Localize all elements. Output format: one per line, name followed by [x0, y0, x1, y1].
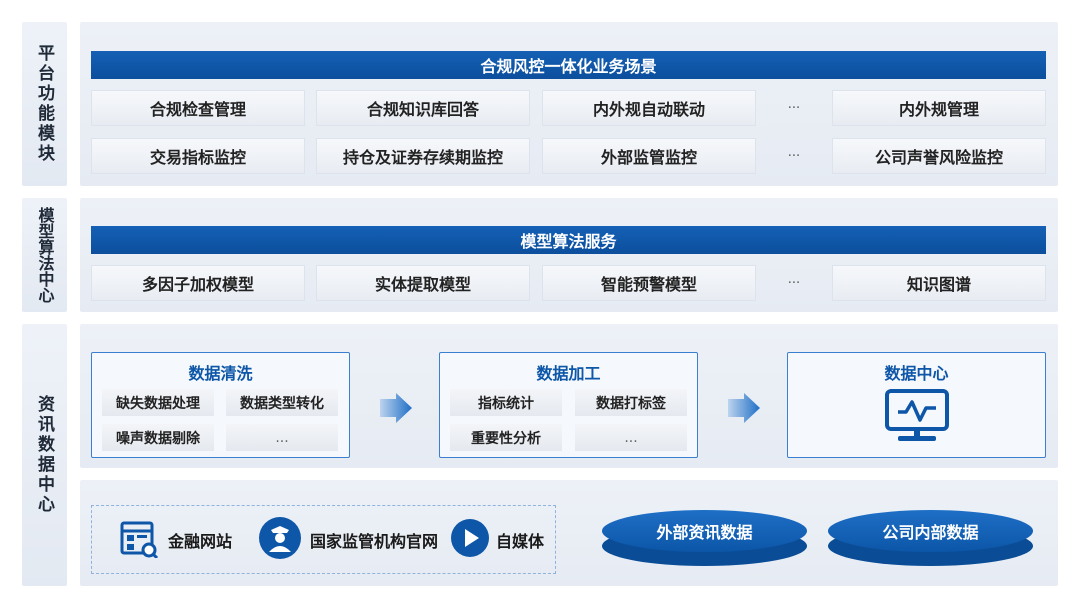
- center-title: 数据中心: [884, 364, 949, 383]
- side-model: 模型算法中心: [22, 198, 67, 312]
- model-header: 模型算法服务: [91, 226, 1046, 254]
- model-cell: 多因子加权模型: [91, 265, 305, 301]
- platform-cell: 合规知识库回答: [316, 90, 530, 126]
- model-ellipsis: ···: [787, 275, 801, 291]
- sources-box: [91, 505, 556, 574]
- processing-ellipsis: ...: [575, 424, 687, 451]
- platform-cell: 外部监管监控: [542, 138, 756, 174]
- cleaning-item: 噪声数据剔除: [102, 424, 214, 451]
- processing-item: 重要性分析: [450, 424, 562, 451]
- side-label-data: 资讯数据中心: [34, 395, 54, 515]
- side-data: 资讯数据中心: [22, 324, 67, 586]
- processing-item: 指标统计: [450, 389, 562, 416]
- monitor-icon: [885, 389, 949, 441]
- regulator-icon: [259, 517, 301, 559]
- play-icon: [451, 519, 489, 557]
- processing-title: 数据加工: [536, 364, 601, 383]
- platform-header: 合规风控一体化业务场景: [91, 51, 1046, 79]
- side-label-platform: 平台功能模块: [34, 44, 54, 164]
- platform-ellipsis: ···: [787, 148, 801, 164]
- platform-cell: 内外规管理: [832, 90, 1046, 126]
- cleaning-item: 数据类型转化: [226, 389, 338, 416]
- platform-cell: 合规检查管理: [91, 90, 305, 126]
- model-cell: 智能预警模型: [542, 265, 756, 301]
- store-external: 外部资讯数据: [602, 510, 807, 552]
- model-cell: 实体提取模型: [316, 265, 530, 301]
- flow-arrow-icon: [728, 393, 760, 423]
- cleaning-ellipsis: ...: [226, 424, 338, 451]
- source-label: 国家监管机构官网: [310, 532, 439, 551]
- platform-cell: 持仓及证券存续期监控: [316, 138, 530, 174]
- platform-cell: 公司声誉风险监控: [832, 138, 1046, 174]
- platform-cell: 内外规自动联动: [542, 90, 756, 126]
- source-label: 金融网站: [168, 532, 233, 551]
- side-label-model: 模型算法中心: [35, 207, 55, 303]
- website-icon: [120, 521, 158, 558]
- platform-ellipsis: ···: [787, 100, 801, 116]
- flow-arrow-icon: [380, 393, 412, 423]
- model-cell: 知识图谱: [832, 265, 1046, 301]
- cleaning-title: 数据清洗: [188, 364, 253, 383]
- platform-cell: 交易指标监控: [91, 138, 305, 174]
- side-platform: 平台功能模块: [22, 22, 67, 186]
- source-label: 自媒体: [496, 532, 545, 551]
- processing-item: 数据打标签: [575, 389, 687, 416]
- cleaning-item: 缺失数据处理: [102, 389, 214, 416]
- store-internal: 公司内部数据: [828, 510, 1033, 552]
